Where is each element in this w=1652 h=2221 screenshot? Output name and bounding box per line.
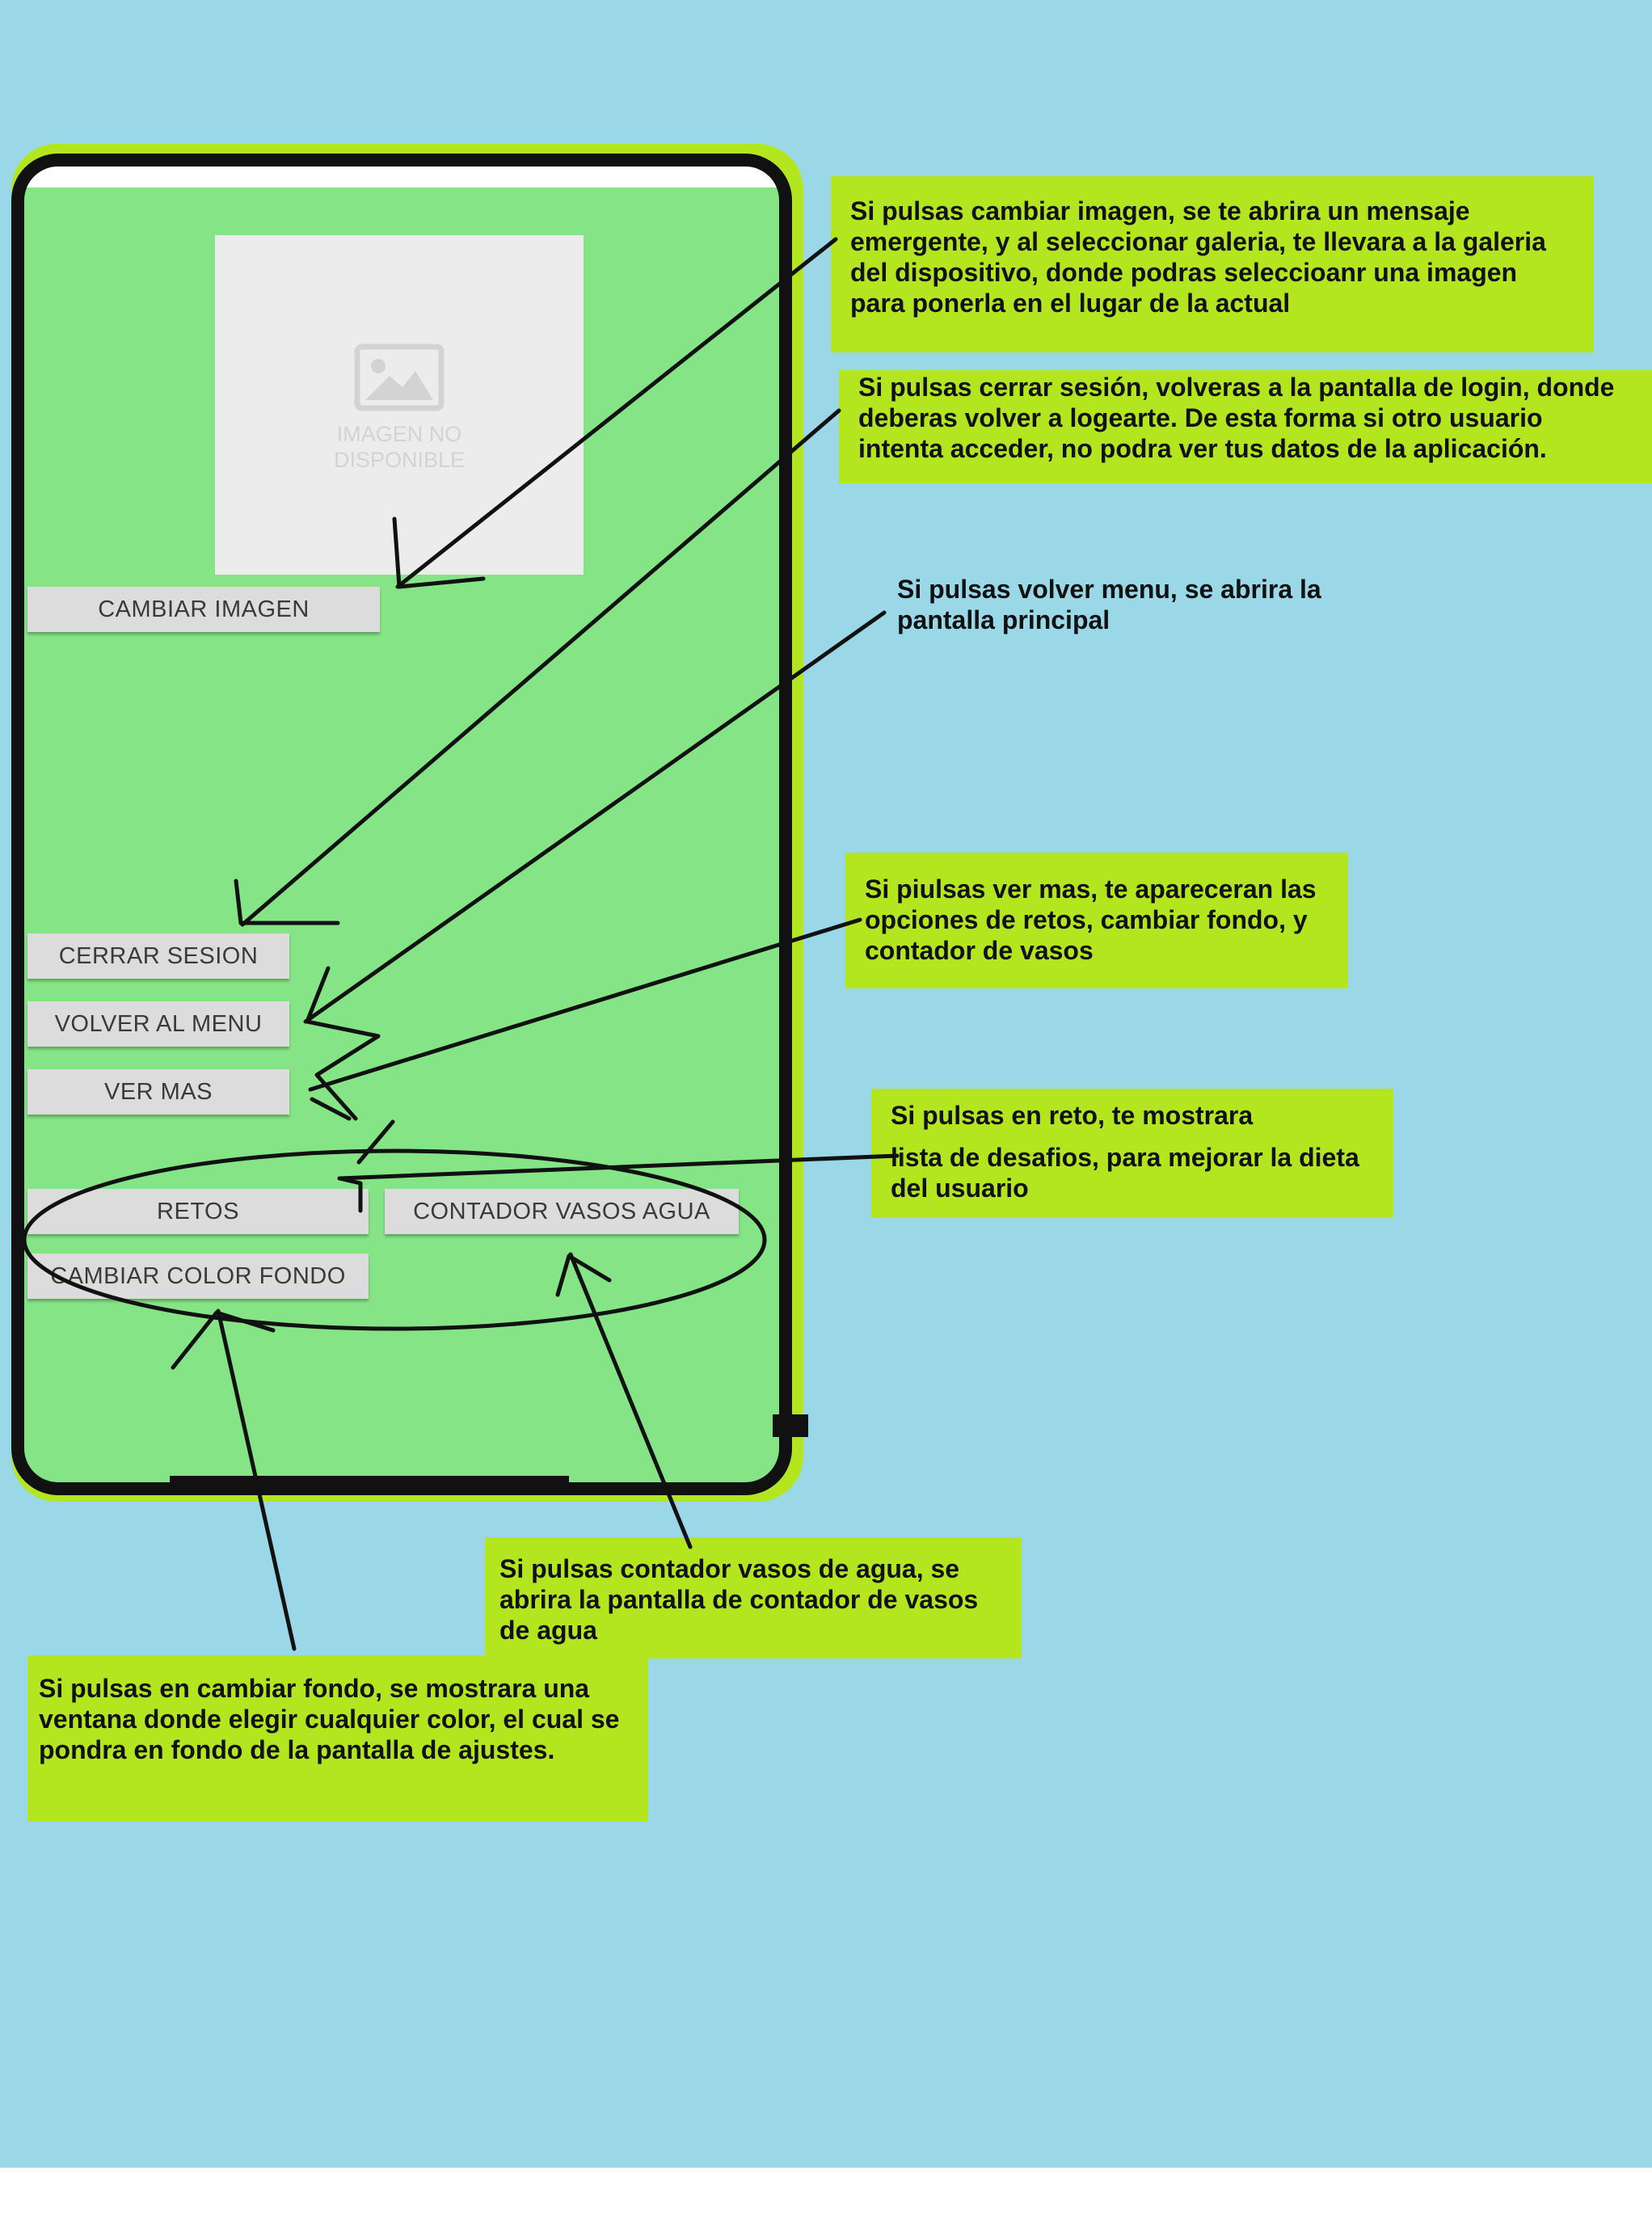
note-back-to-menu: Si pulsas volver menu, se abrira la pant…	[897, 575, 1321, 634]
note-change-image: Si pulsas cambiar imagen, se te abrira u…	[831, 176, 1594, 352]
note-logout: Si pulsas cerrar sesión, volveras a la p…	[839, 370, 1652, 483]
note-see-more: Si piulsas ver mas, te apareceran las op…	[845, 853, 1348, 988]
note-change-background: Si pulsas en cambiar fondo, se mostrara …	[27, 1655, 648, 1822]
back-to-menu-button[interactable]: VOLVER AL MENU	[27, 1001, 289, 1047]
profile-image-placeholder: IMAGEN NO DISPONIBLE	[215, 235, 584, 575]
note-challenges-line-1: Si pulsas en reto, te mostrara	[891, 1101, 1254, 1130]
logout-button[interactable]: CERRAR SESION	[27, 933, 289, 979]
note-challenges-line-2: lista de desafios, para mejorar la dieta…	[891, 1143, 1359, 1203]
caption-line-1: IMAGEN NO	[336, 422, 462, 446]
picture-icon	[354, 343, 445, 411]
status-bar	[24, 166, 779, 188]
image-unavailable-caption: IMAGEN NO DISPONIBLE	[215, 421, 584, 473]
note-challenges: Si pulsas en reto, te mostrara lista de …	[871, 1089, 1393, 1218]
phone-home-bar	[170, 1476, 569, 1487]
see-more-button[interactable]: VER MAS	[27, 1069, 289, 1115]
note-water-counter: Si pulsas contador vasos de agua, se abr…	[485, 1537, 1022, 1658]
caption-line-2: DISPONIBLE	[333, 448, 466, 472]
challenges-button[interactable]: RETOS	[27, 1189, 369, 1234]
phone-side-button	[773, 1414, 808, 1437]
change-image-button[interactable]: CAMBIAR IMAGEN	[27, 587, 380, 632]
water-glass-counter-button[interactable]: CONTADOR VASOS AGUA	[385, 1189, 739, 1234]
change-background-color-button[interactable]: CAMBIAR COLOR FONDO	[27, 1254, 369, 1299]
annotated-mockup-canvas: IMAGEN NO DISPONIBLE CAMBIAR IMAGEN CERR…	[0, 0, 1652, 2168]
